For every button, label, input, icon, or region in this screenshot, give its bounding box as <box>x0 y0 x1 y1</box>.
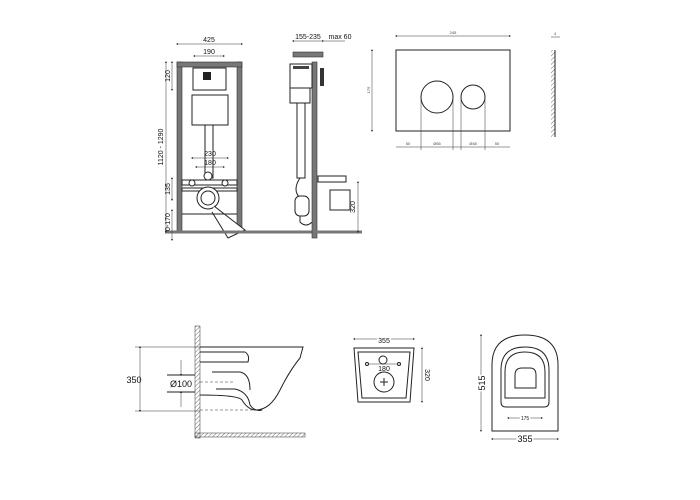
dim-outlet-diameter: Ø100 <box>170 379 192 389</box>
bowl-back-view: 180 355 320 <box>353 337 432 403</box>
bowl-side-view: 350 Ø100 <box>126 325 306 439</box>
dim-plate-height: 175 <box>366 86 371 93</box>
dim-frame-depth: 155-235 <box>295 34 321 41</box>
bowl-top-view: 175 515 355 <box>476 334 559 446</box>
dim-button-small: Ø48 <box>469 141 477 146</box>
flush-plate-front: 245 175 50 Ø65 Ø48 50 <box>366 30 511 150</box>
flush-plate-profile: 4 <box>551 31 560 137</box>
dim-back-height: 320 <box>423 369 430 381</box>
dim-margin-right: 50 <box>495 141 500 146</box>
dim-plate-thickness: 4 <box>554 31 557 36</box>
dim-panel-height: 120 <box>165 70 172 82</box>
dim-adjustment: 0-170 <box>165 213 172 231</box>
dim-panel-width: 190 <box>203 49 215 56</box>
dim-top-length: 515 <box>477 375 487 390</box>
dim-button-large: Ø65 <box>433 141 441 146</box>
frame-front-view: 425 190 230 180 120 1120 - 1290 135 0-17… <box>158 37 315 241</box>
dim-plate-width: 245 <box>450 30 457 35</box>
dim-outlet-height: 135 <box>165 183 172 195</box>
dim-bowl-height: 350 <box>126 375 141 385</box>
dim-frame-width: 425 <box>203 37 215 44</box>
dim-side-outlet-height: 320 <box>350 201 357 213</box>
large-flush-button <box>420 80 454 114</box>
dim-back-bolt-spacing: 180 <box>378 366 390 373</box>
dim-margin-left: 50 <box>406 141 411 146</box>
dim-bolt-outer: 230 <box>204 151 216 158</box>
dim-bolt-inner: 180 <box>204 160 216 167</box>
dim-top-bolt-spacing: 175 <box>521 416 530 422</box>
dim-top-width: 355 <box>517 434 532 444</box>
frame-side-view: 155-235 max 60 320 <box>289 34 362 239</box>
small-flush-button <box>460 84 486 110</box>
dim-total-height: 1120 - 1290 <box>158 128 165 165</box>
dim-max-wall: max 60 <box>329 34 352 41</box>
dim-back-width: 355 <box>378 338 390 345</box>
